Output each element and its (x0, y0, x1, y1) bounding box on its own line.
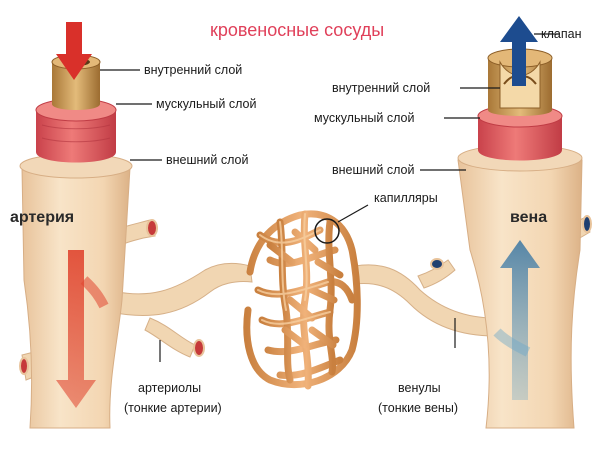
capillary-highlight (257, 213, 331, 325)
label-venules-sub: (тонкие вены) (378, 401, 458, 415)
label-vein-inner-layer: внутренний слой (332, 81, 430, 95)
label-capillaries: капилляры (374, 191, 438, 205)
label-venules: венулы (398, 381, 441, 395)
red-down-arrow-icon (56, 22, 92, 80)
label-artery-outer-layer: внешний слой (166, 153, 249, 167)
label-arterioles: артериолы (138, 381, 201, 395)
capillary-magnifier-circle (314, 218, 340, 244)
artery-lower-opening (19, 357, 29, 375)
label-artery: артерия (10, 209, 74, 226)
leader-lines (100, 33, 560, 362)
label-vein-valve: клапан (541, 27, 582, 41)
blue-up-arrow-icon (500, 16, 538, 86)
artery-branch-opening (146, 219, 158, 237)
label-arterioles-sub: (тонкие артерии) (124, 401, 222, 415)
vein-branch-opening (582, 215, 592, 233)
vein-flow-arrow (500, 240, 540, 400)
label-artery-inner-layer: внутренний слой (144, 63, 242, 77)
diagram-title: кровеносные сосуды (210, 20, 384, 40)
label-vein: вена (510, 209, 547, 226)
capillary-network (243, 210, 361, 390)
artery-flow-arrow (56, 250, 96, 408)
arteriole-opening (193, 339, 205, 357)
artery-vessel (19, 54, 133, 429)
vein-vessel (457, 48, 583, 429)
label-artery-muscle-layer: мускульный слой (156, 97, 256, 111)
label-vein-outer-layer: внешний слой (332, 163, 415, 177)
label-vein-muscle-layer: мускульный слой (314, 111, 414, 125)
venule-opening (430, 258, 444, 270)
